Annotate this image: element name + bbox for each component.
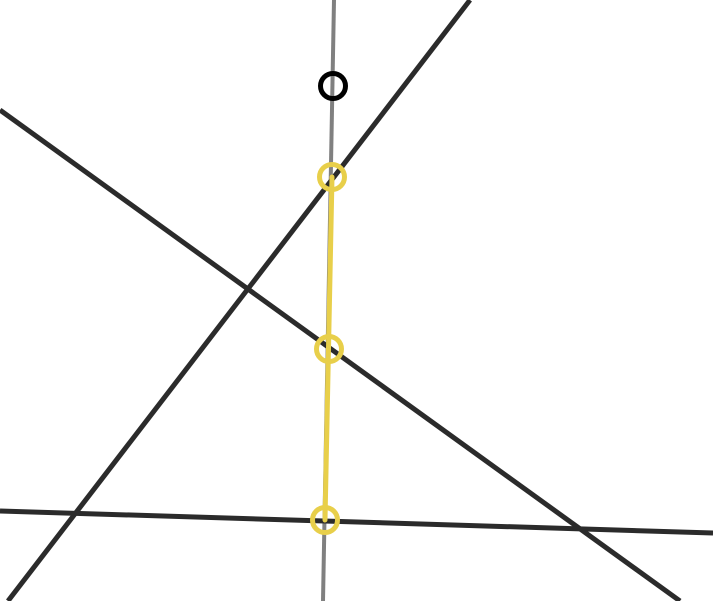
intersection-point-upper[interactable]: [317, 162, 347, 192]
segments-layer: [322, 174, 335, 523]
intersection-point-middle[interactable]: [314, 334, 344, 364]
points-layer: [310, 71, 348, 535]
horizontal-line[interactable]: [0, 508, 713, 536]
rising-diagonal-line[interactable]: [6, 0, 472, 601]
free-point[interactable]: [318, 71, 348, 101]
highlighted-segment[interactable]: [322, 174, 335, 523]
intersection-point-lower[interactable]: [310, 505, 340, 535]
